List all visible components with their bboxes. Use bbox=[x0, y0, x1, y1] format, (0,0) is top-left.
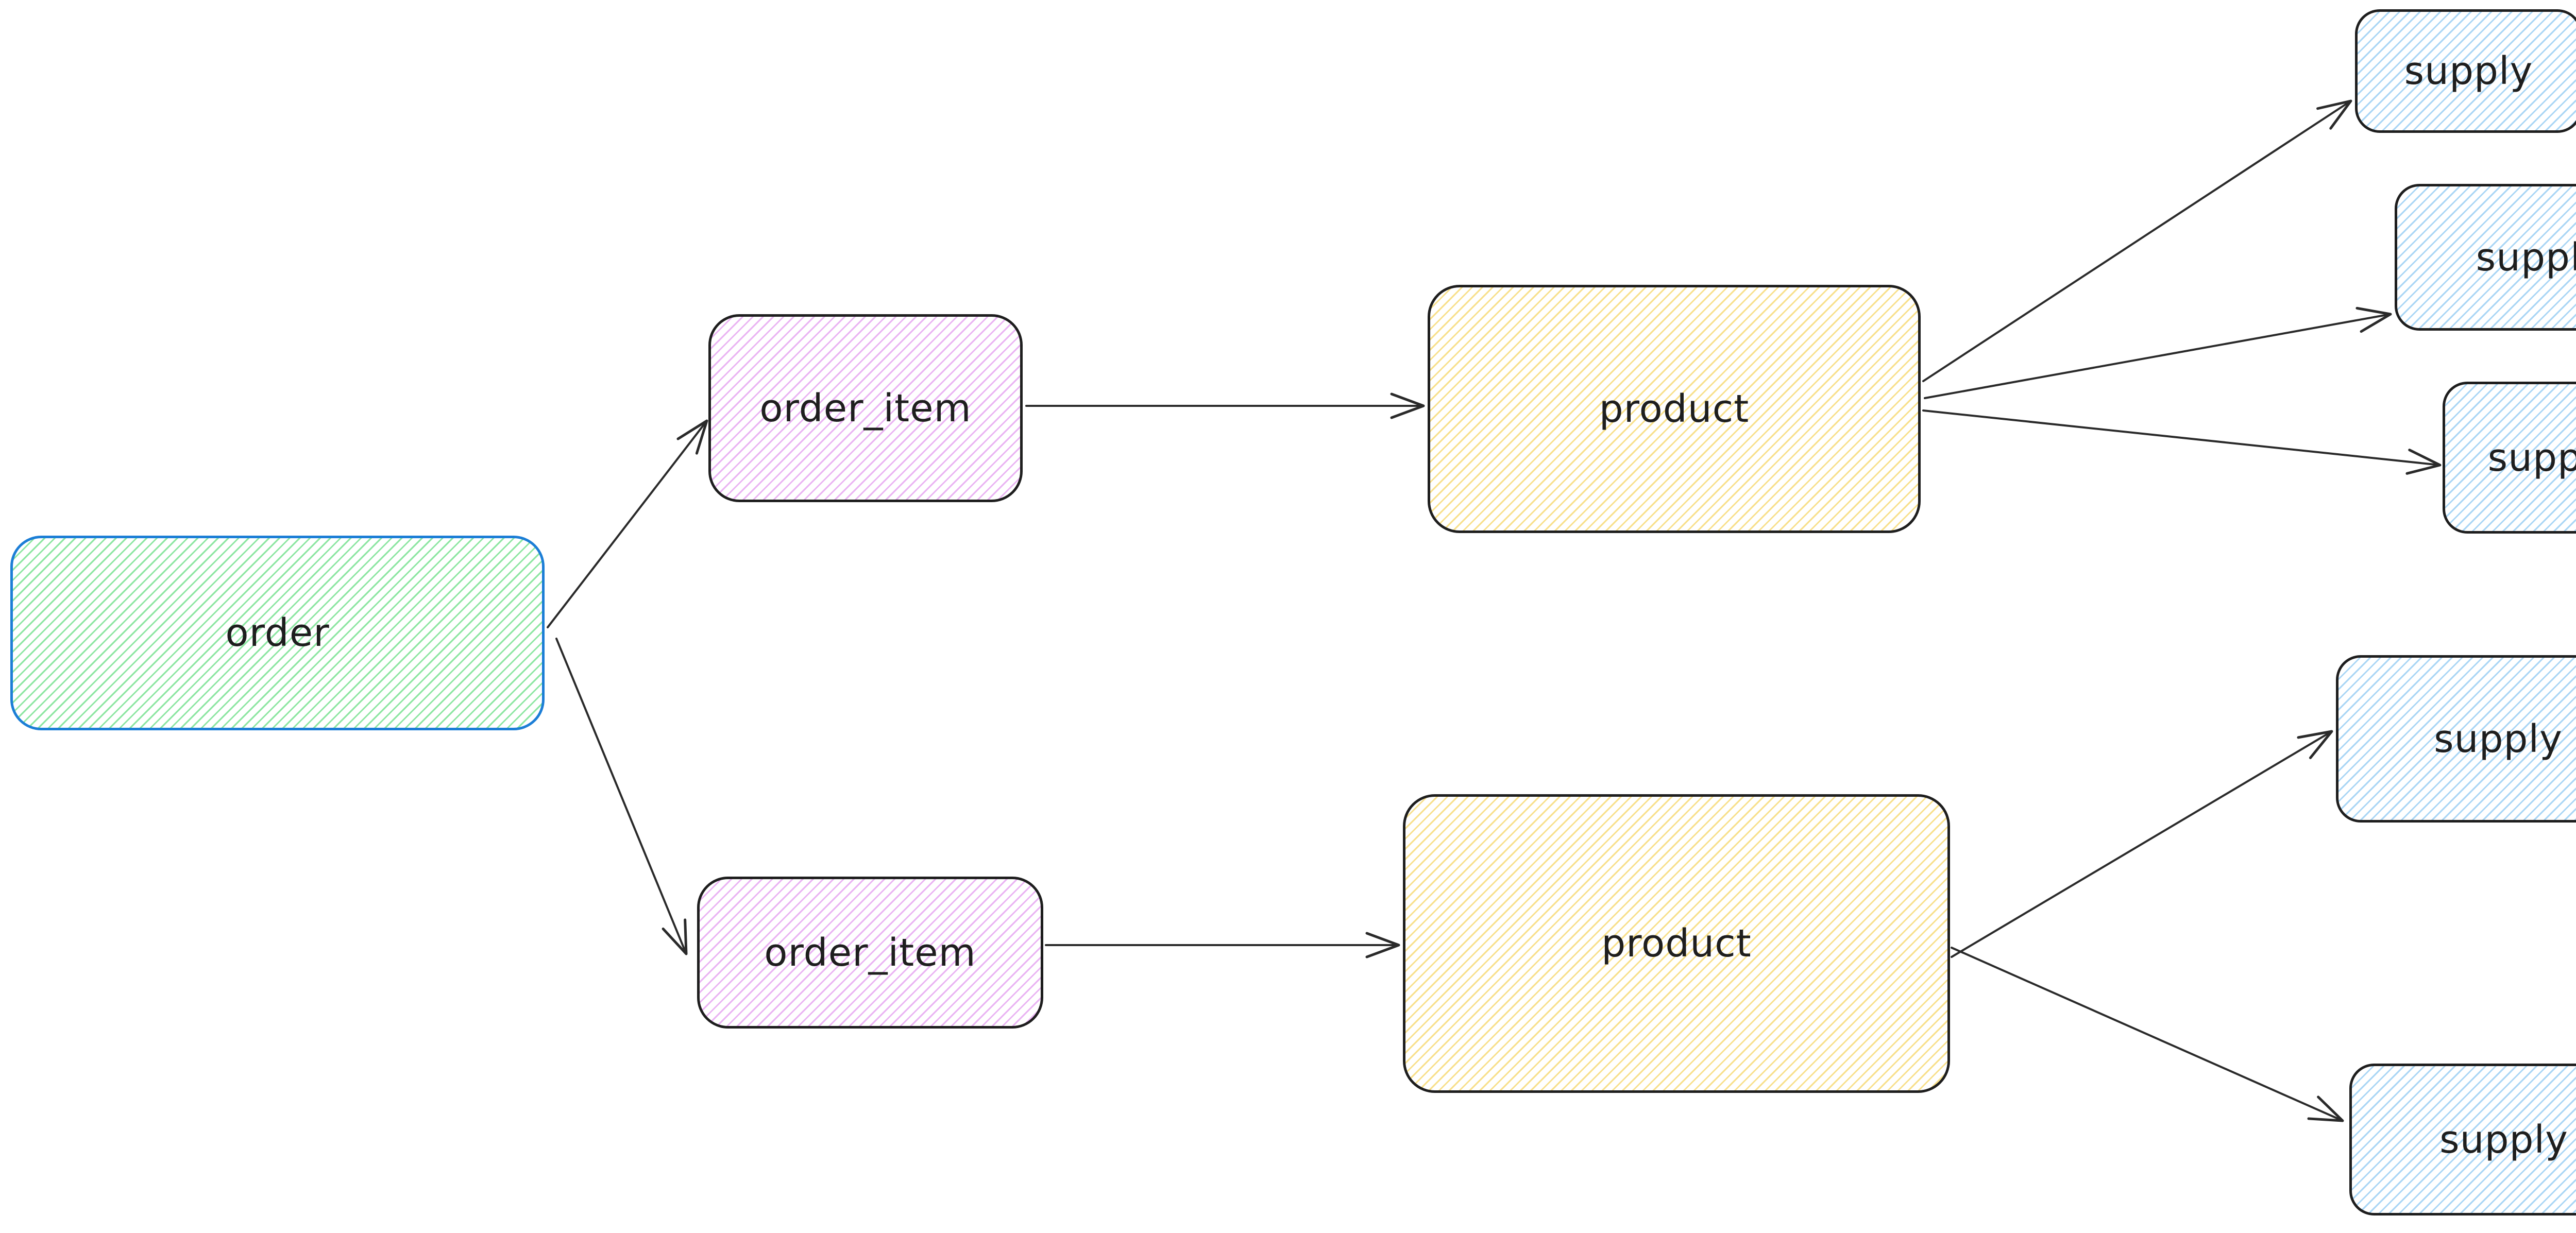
node-supply_4[interactable]: supply bbox=[2336, 655, 2576, 823]
node-order_item_top[interactable]: order_item bbox=[708, 314, 1023, 502]
node-label-supply_3: supply bbox=[2487, 435, 2576, 480]
node-label-supply_5: supply bbox=[2439, 1117, 2568, 1162]
edge-arrow-product_top-to-supply_1[interactable] bbox=[1922, 99, 2352, 382]
node-product_bottom[interactable]: product bbox=[1403, 794, 1950, 1093]
node-supply_5[interactable]: supply bbox=[2349, 1064, 2576, 1215]
node-label-supply_1: supply bbox=[2404, 49, 2533, 93]
node-supply_2[interactable]: supply bbox=[2395, 184, 2576, 331]
edge-arrow-order-to-order_item_top[interactable] bbox=[547, 419, 708, 628]
node-label-supply_4: supply bbox=[2434, 716, 2563, 761]
node-order_item_bottom[interactable]: order_item bbox=[697, 877, 1043, 1029]
edge-arrow-product_bottom-to-supply_4[interactable] bbox=[1951, 730, 2333, 958]
node-label-supply_2: supply bbox=[2476, 235, 2576, 280]
node-label-product_top: product bbox=[1599, 387, 1750, 431]
node-label-order_item_bottom: order_item bbox=[764, 930, 976, 975]
node-label-order_item_top: order_item bbox=[759, 386, 972, 431]
edge-arrow-order-to-order_item_bottom[interactable] bbox=[555, 638, 688, 955]
edge-arrow-product_bottom-to-supply_5[interactable] bbox=[1951, 947, 2344, 1122]
edge-arrow-product_top-to-supply_3[interactable] bbox=[1922, 409, 2442, 475]
node-supply_1[interactable]: supply bbox=[2355, 9, 2576, 133]
node-supply_3[interactable]: supply bbox=[2443, 382, 2576, 534]
node-order[interactable]: order bbox=[10, 536, 545, 730]
node-label-order: order bbox=[225, 611, 330, 655]
node-label-product_bottom: product bbox=[1601, 921, 1752, 966]
node-product_top[interactable]: product bbox=[1428, 285, 1921, 533]
edge-arrow-product_top-to-supply_2[interactable] bbox=[1924, 306, 2392, 399]
